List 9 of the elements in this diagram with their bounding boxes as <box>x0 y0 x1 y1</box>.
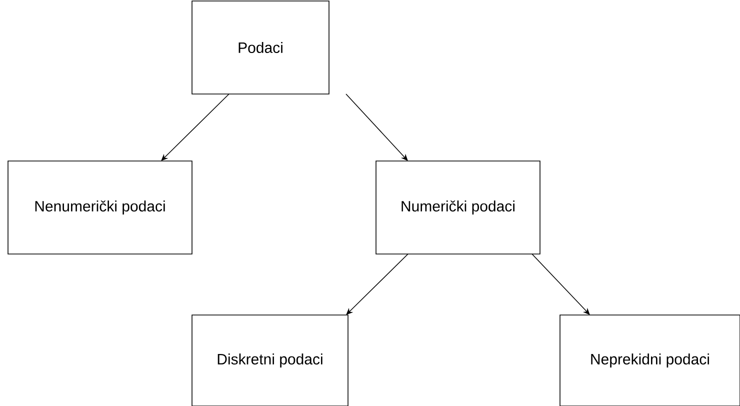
process-box: Diskretni podaci <box>192 314 348 406</box>
arrow <box>532 254 590 315</box>
arrow <box>161 94 230 161</box>
process-box: Podaci <box>192 0 330 94</box>
arrow <box>346 254 408 315</box>
arrow <box>346 94 408 161</box>
process-box: Numerički podaci <box>376 160 540 254</box>
process-box: Neprekidni podaci <box>560 314 740 406</box>
process-box: Nenumerički podaci <box>8 160 192 254</box>
